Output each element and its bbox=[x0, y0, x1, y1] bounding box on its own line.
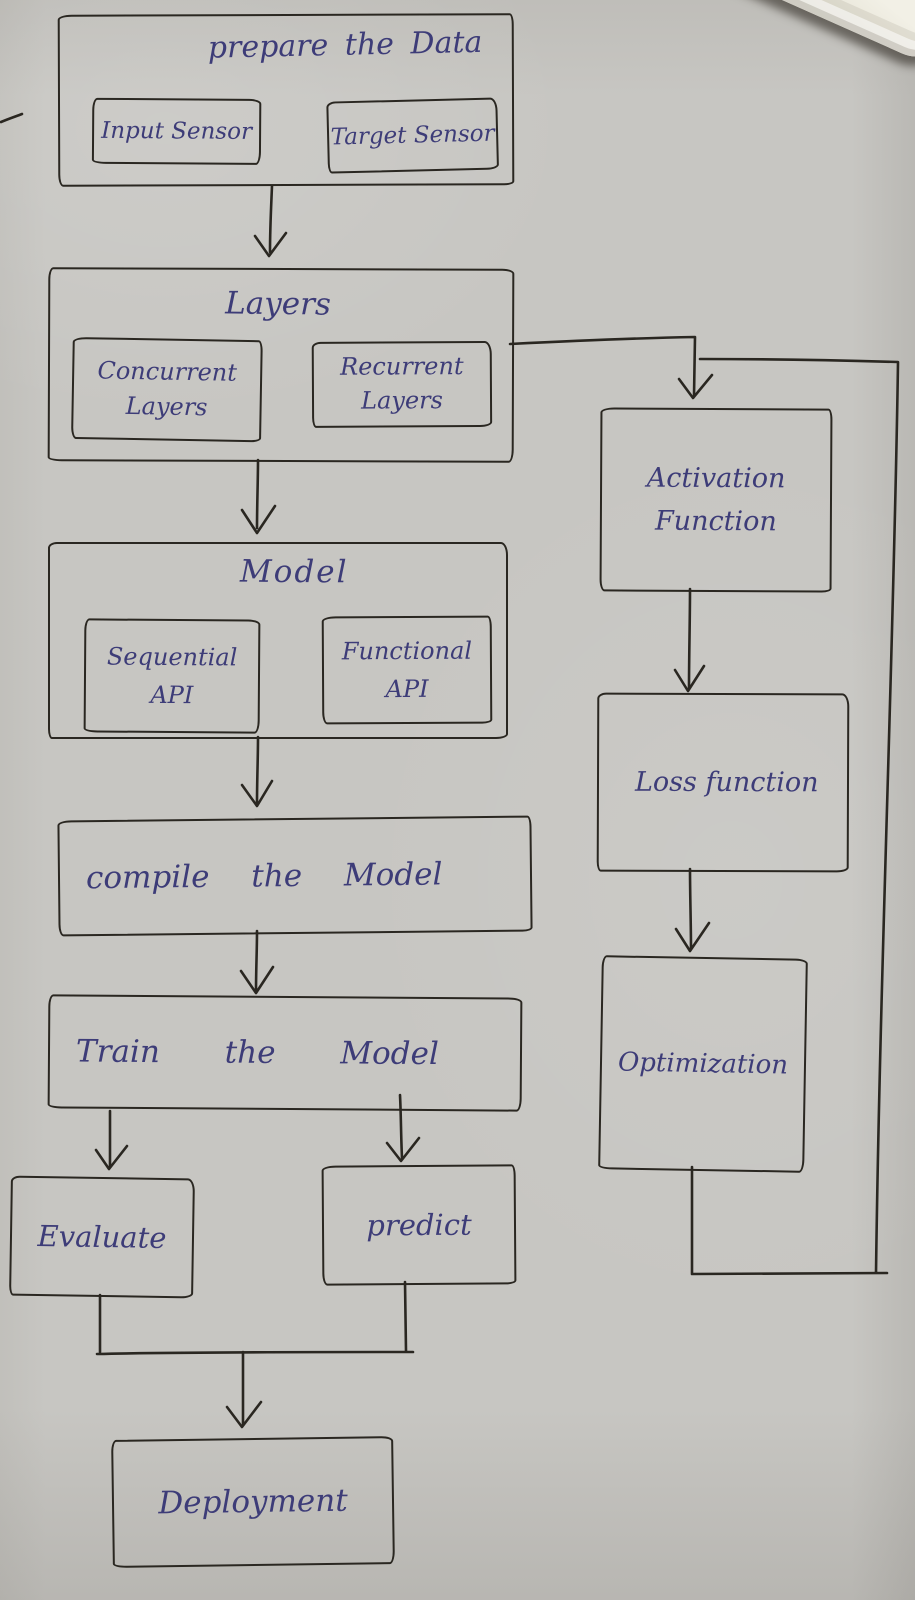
node-predict-label: predict bbox=[366, 1207, 472, 1243]
node-input-sensor: Input Sensor bbox=[91, 97, 262, 165]
node-optimization: Optimization bbox=[598, 955, 808, 1173]
node-loss-function-label: Loss function bbox=[634, 766, 819, 798]
node-compile-model: compile the Model bbox=[57, 815, 533, 937]
node-target-sensor-label: Target Sensor bbox=[330, 120, 495, 151]
node-activation-function-label: Activation Function bbox=[646, 462, 786, 538]
node-layers-title: Layers bbox=[224, 285, 332, 323]
node-compile-model-label: compile the Model bbox=[85, 856, 443, 897]
node-concurrent-layers: Concurrent Layers bbox=[71, 336, 263, 443]
node-concurrent-layers-label: Concurrent Layers bbox=[97, 356, 238, 422]
node-recurrent-layers-label: Recurrent Layers bbox=[340, 352, 464, 415]
node-evaluate: Evaluate bbox=[9, 1175, 195, 1299]
node-optimization-label: Optimization bbox=[617, 1047, 789, 1081]
node-model-title: Model bbox=[239, 553, 349, 591]
node-sequential-api: Sequential API bbox=[83, 618, 261, 734]
node-layers: Layers Concurrent Layers Recurrent Layer… bbox=[47, 267, 515, 463]
node-train-model-label: Train the Model bbox=[75, 1033, 439, 1073]
node-functional-api: Functional API bbox=[321, 615, 493, 725]
node-deployment: Deployment bbox=[111, 1436, 395, 1568]
node-deployment-label: Deployment bbox=[158, 1482, 348, 1522]
node-functional-api-label: Functional API bbox=[341, 636, 473, 704]
node-train-model: Train the Model bbox=[47, 994, 523, 1112]
node-recurrent-layers: Recurrent Layers bbox=[311, 340, 493, 428]
node-model: Model Sequential API Functional API bbox=[48, 542, 508, 739]
node-predict: predict bbox=[321, 1164, 517, 1286]
node-prepare-data: prepare the Data Input Sensor Target Sen… bbox=[57, 13, 515, 187]
node-prepare-data-title: prepare the Data bbox=[207, 24, 483, 66]
node-sequential-api-label: Sequential API bbox=[106, 642, 238, 710]
node-loss-function: Loss function bbox=[596, 692, 850, 873]
node-evaluate-label: Evaluate bbox=[37, 1218, 167, 1256]
node-input-sensor-label: Input Sensor bbox=[101, 117, 253, 145]
node-activation-function: Activation Function bbox=[599, 407, 833, 593]
node-target-sensor: Target Sensor bbox=[326, 97, 499, 174]
